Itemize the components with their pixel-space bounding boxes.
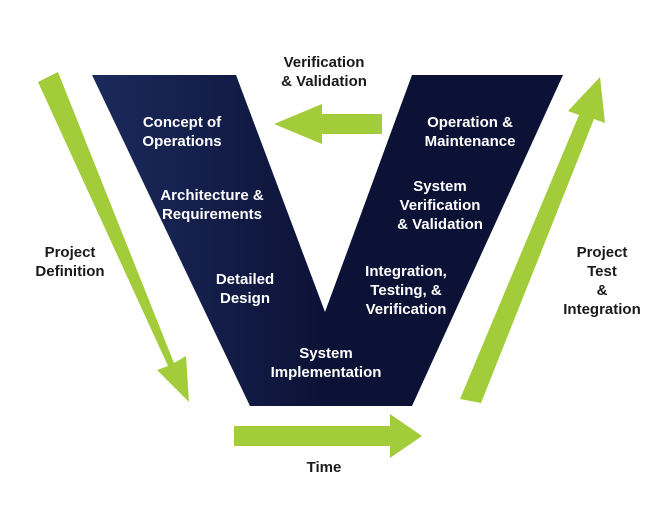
stage-system-verification-validation: System Verification & Validation [397,178,483,233]
stage-system-implementation: System Implementation [270,345,382,381]
label-verification-validation: Verification & Validation [281,54,367,90]
label-time: Time [306,459,342,476]
arrow-down-right-icon [38,72,189,402]
arrow-left-icon [274,104,382,144]
stage-integration-testing-verification: Integration, Testing, & Verification [365,263,447,318]
stage-concept-of-operations: Concept of Operations [142,114,222,150]
v-shape [92,75,563,406]
stage-detailed-design: Detailed Design [215,271,275,307]
label-project-definition: Project Definition [35,244,105,280]
arrow-up-right-icon [460,77,605,403]
arrow-right-icon [234,414,422,458]
label-project-test-integration: Project Test & Integration [563,244,641,318]
stage-architecture-requirements: Architecture & Requirements [160,187,264,223]
stage-operation-maintenance: Operation & Maintenance [424,114,516,150]
